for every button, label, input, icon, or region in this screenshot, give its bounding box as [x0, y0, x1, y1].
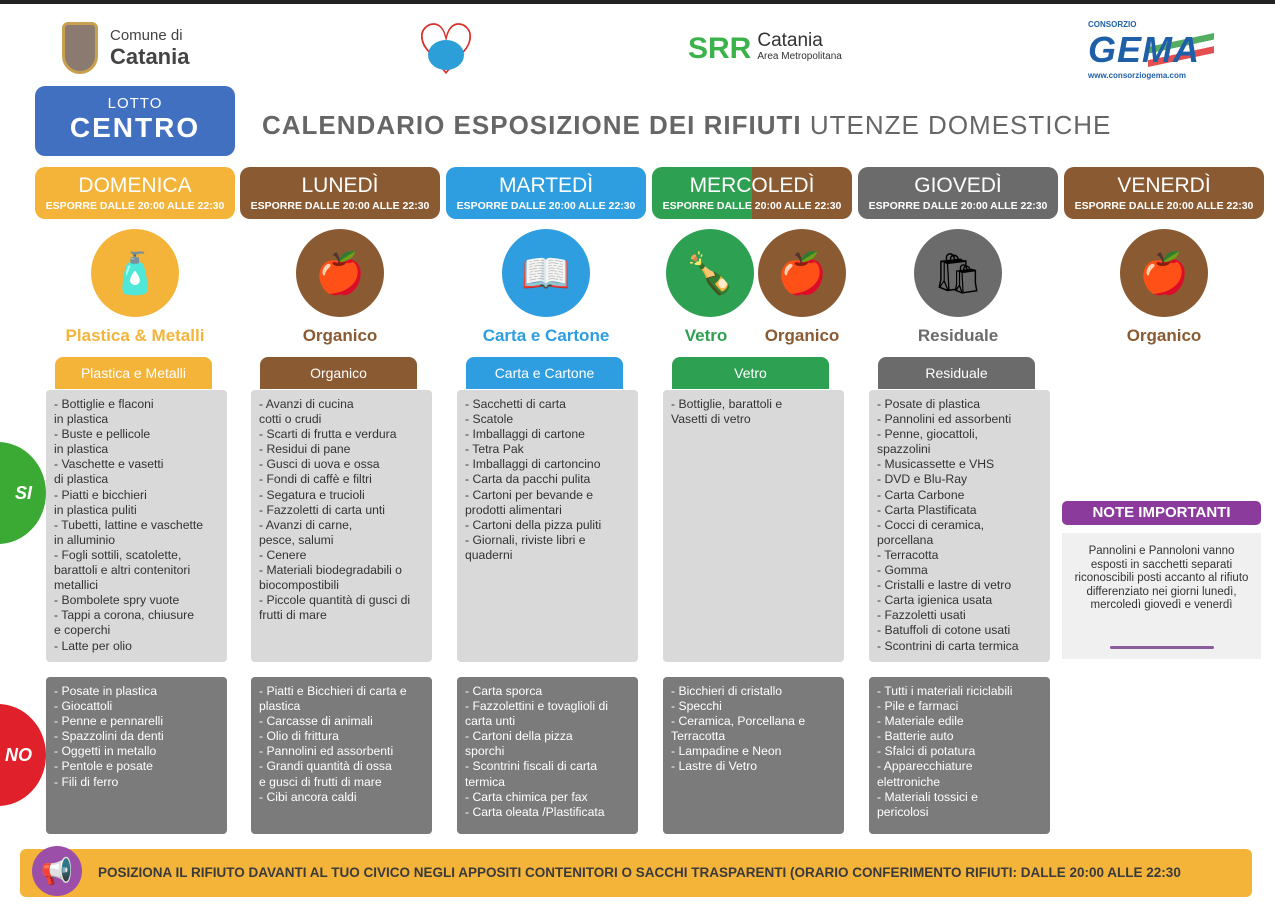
day-time: ESPORRE DALLE 20:00 ALLE 22:30 — [1074, 200, 1254, 212]
day-time: ESPORRE DALLE 20:00 ALLE 22:30 — [250, 200, 430, 212]
coat-of-arms-icon — [62, 22, 98, 74]
day-name: GIOVEDÌ — [914, 174, 1002, 197]
category-tab: Vetro — [672, 357, 829, 389]
srr-area: Area Metropolitana — [757, 51, 842, 62]
day-time: ESPORRE DALLE 20:00 ALLE 22:30 — [868, 200, 1048, 212]
trash-bag-icon: 🛍 — [914, 229, 1002, 317]
waste-type-label: Organico — [764, 326, 840, 345]
no-list: - Tutti i materiali riciclabili - Pile e… — [869, 677, 1050, 834]
day-name: LUNEDÌ — [301, 174, 379, 197]
apple-core-icon: 🍎 — [1120, 229, 1208, 317]
si-list: - Bottiglie e flaconi in plastica - Bust… — [46, 390, 227, 662]
no-list: - Bicchieri di cristallo - Specchi - Cer… — [663, 677, 844, 834]
category-tab: Residuale — [878, 357, 1035, 389]
si-list: - Sacchetti di carta - Scatole - Imballa… — [457, 390, 638, 662]
day-name: MERCOLEDÌ — [689, 174, 815, 197]
apple-core-icon: 🍎 — [296, 229, 384, 317]
day-time: ESPORRE DALLE 20:00 ALLE 22:30 — [662, 200, 842, 212]
lotto-badge: LOTTO CENTRO — [35, 86, 235, 156]
day-name: MARTEDÌ — [498, 174, 594, 197]
note-divider — [1110, 646, 1214, 649]
bottom-banner: POSIZIONA IL RIFIUTO DAVANTI AL TUO CIVI… — [20, 849, 1252, 897]
day-header-3: MERCOLEDÌ ESPORRE DALLE 20:00 ALLE 22:30 — [652, 167, 852, 219]
day-header-4: GIOVEDÌ ESPORRE DALLE 20:00 ALLE 22:30 — [858, 167, 1058, 219]
category-tab: Plastica e Metalli — [55, 357, 212, 389]
note-title: NOTE IMPORTANTI — [1062, 501, 1261, 525]
day-header-1: LUNEDÌ ESPORRE DALLE 20:00 ALLE 22:30 — [240, 167, 440, 219]
waste-type-label: Organico — [302, 326, 378, 345]
si-label: SI — [14, 482, 32, 503]
paper-book-icon: 📖 — [502, 229, 590, 317]
si-list: - Avanzi di cucina cotti o crudi - Scart… — [251, 390, 432, 662]
waste-type-label: Vetro — [684, 326, 728, 345]
category-tab: Carta e Cartone — [466, 357, 623, 389]
page-title: CALENDARIO ESPOSIZIONE DEI RIFIUTI UTENZ… — [262, 110, 1111, 141]
lotto-name: CENTRO — [69, 112, 201, 143]
si-list: - Posate di plastica - Pannolini ed asso… — [869, 390, 1050, 662]
si-marker: SI — [0, 442, 46, 544]
heart-elephant-logo-icon: ♡ — [410, 15, 482, 88]
day-header-2: MARTEDÌ ESPORRE DALLE 20:00 ALLE 22:30 — [446, 167, 646, 219]
lotto-label: LOTTO — [107, 95, 163, 112]
day-header-5: VENERDÌ ESPORRE DALLE 20:00 ALLE 22:30 — [1064, 167, 1264, 219]
note-text: Pannolini e Pannoloni vanno esposti in s… — [1062, 533, 1261, 659]
waste-type-label: Residuale — [917, 326, 999, 345]
day-time: ESPORRE DALLE 20:00 ALLE 22:30 — [45, 200, 225, 212]
title-light: UTENZE DOMESTICHE — [809, 110, 1112, 140]
glass-bottle-icon: 🍾 — [666, 229, 754, 317]
waste-type-label: Organico — [1126, 326, 1202, 345]
day-header-0: DOMENICA ESPORRE DALLE 20:00 ALLE 22:30 — [35, 167, 235, 219]
no-list: - Carta sporca - Fazzolettini e tovaglio… — [457, 677, 638, 834]
gema-url: www.consorziogema.com — [1088, 71, 1186, 80]
gema-text: GEMA — [1088, 29, 1200, 70]
srr-city: Catania — [757, 30, 823, 51]
apple-core-icon: 🍎 — [758, 229, 846, 317]
si-list: - Bottiglie, barattoli e Vasetti di vetr… — [663, 390, 844, 662]
comune-label: Comune di — [110, 26, 183, 44]
note-importanti: NOTE IMPORTANTI Pannolini e Pannoloni va… — [1062, 501, 1261, 659]
srr-text: SRR — [688, 32, 752, 65]
megaphone-icon: 📢 — [32, 846, 82, 896]
waste-type-label: Plastica & Metalli — [65, 326, 205, 345]
no-list: - Posate in plastica - Giocattoli - Penn… — [46, 677, 227, 834]
plastic-bottle-icon: 🧴 — [91, 229, 179, 317]
no-label: NO — [5, 744, 32, 765]
gema-top: CONSORZIO — [1088, 20, 1137, 29]
category-tab: Organico — [260, 357, 417, 389]
gema-logo: CONSORZIO GEMA www.consorziogema.com — [1088, 20, 1216, 80]
day-name: VENERDÌ — [1117, 174, 1211, 197]
no-list: - Piatti e Bicchieri di carta e plastica… — [251, 677, 432, 834]
comune-name: Catania — [110, 43, 190, 69]
waste-type-label: Carta e Cartone — [482, 326, 610, 345]
day-name: DOMENICA — [78, 174, 192, 197]
no-marker: NO — [0, 704, 46, 806]
day-time: ESPORRE DALLE 20:00 ALLE 22:30 — [456, 200, 636, 212]
title-bold: CALENDARIO ESPOSIZIONE DEI RIFIUTI — [262, 110, 802, 140]
